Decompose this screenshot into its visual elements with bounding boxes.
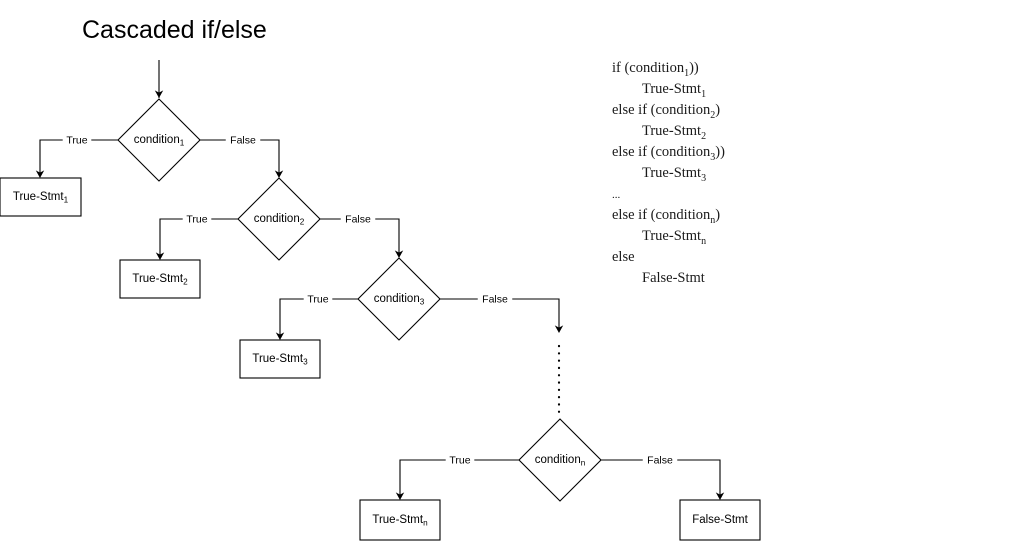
arrowhead (554, 325, 564, 333)
node-stmtfalse[interactable]: False-Stmt (679, 499, 761, 541)
code-line-2: else if (condition2) (612, 102, 720, 121)
entry-arrow (154, 60, 164, 98)
arrowhead (395, 492, 405, 500)
edge-label-backing (477, 292, 513, 306)
process-box[interactable] (679, 499, 761, 541)
edge-path (39, 139, 118, 176)
edge-label-backing (182, 212, 212, 226)
arrowhead (35, 170, 45, 178)
node-condn[interactable]: conditionn (518, 418, 602, 502)
node-label-cond3: condition3 (374, 293, 425, 307)
node-label-stmtfalse: False-Stmt (692, 514, 748, 526)
code-line-10: False-Stmt (642, 270, 705, 286)
edge-label-e1-true: True (66, 134, 87, 146)
node-label-stmt3: True-Stmt3 (252, 353, 308, 367)
node-cond2[interactable]: condition2 (237, 177, 321, 261)
code-line-9: else (612, 249, 635, 265)
node-stmt2[interactable]: True-Stmt2 (119, 259, 201, 299)
code-line-5: True-Stmt3 (642, 165, 706, 184)
edge-label-backing (225, 133, 261, 147)
node-label-condn: conditionn (535, 454, 586, 468)
process-box[interactable] (119, 259, 201, 299)
arrowhead (274, 170, 284, 178)
page-title: Cascaded if/else (82, 16, 267, 44)
edge-en-false (601, 459, 725, 500)
code-line-8: True-Stmtn (642, 228, 706, 247)
node-label-stmt1: True-Stmt1 (13, 191, 69, 205)
node-label-cond1: condition1 (134, 134, 185, 148)
nodes-layer: condition1True-Stmt1condition2True-Stmt2… (0, 98, 761, 541)
node-stmtn[interactable]: True-Stmtn (359, 499, 441, 541)
code-line-3: True-Stmt2 (642, 123, 706, 142)
arrowhead (715, 492, 725, 500)
node-label-cond2: condition2 (254, 213, 305, 227)
process-box[interactable] (239, 339, 321, 379)
edge-path (399, 459, 519, 498)
edge-label-backing (303, 292, 333, 306)
arrowhead (394, 250, 404, 258)
node-cond1[interactable]: condition1 (117, 98, 201, 182)
decision-diamond[interactable] (518, 418, 602, 502)
edge-label-e2-false: False (345, 213, 371, 225)
node-label-stmtn: True-Stmtn (372, 514, 428, 528)
code-line-6: ... (612, 189, 621, 201)
code-line-1: True-Stmt1 (642, 81, 706, 100)
node-cond3[interactable]: condition3 (357, 257, 441, 341)
edge-path (159, 218, 238, 258)
edge-e1-true (35, 139, 118, 178)
edge-label-backing (340, 212, 376, 226)
edge-label-e3-false: False (482, 293, 508, 305)
process-box[interactable] (359, 499, 441, 541)
code-line-4: else if (condition3)) (612, 144, 725, 163)
arrowhead (154, 90, 164, 98)
edge-path (601, 459, 721, 498)
decision-diamond[interactable] (117, 98, 201, 182)
edge-e2-true (155, 218, 238, 260)
edge-en-true (395, 459, 519, 500)
code-listing: if (condition1)) True-Stmt1 else if (condi… (612, 60, 725, 286)
node-stmt3[interactable]: True-Stmt3 (239, 339, 321, 379)
arrowhead (155, 252, 165, 260)
node-label-stmt2: True-Stmt2 (132, 273, 188, 287)
arrowhead (275, 332, 285, 340)
edge-label-e2-true: True (186, 213, 207, 225)
process-box[interactable] (0, 177, 82, 217)
edge-label-backing (445, 453, 475, 467)
edge-label-backing (642, 453, 678, 467)
code-line-0: if (condition1)) (612, 60, 699, 79)
edge-label-e3-true: True (307, 293, 328, 305)
entry-arrow-group (154, 60, 164, 98)
edge-label-en-true: True (449, 454, 470, 466)
code-line-7: else if (conditionn) (612, 207, 720, 226)
decision-diamond[interactable] (237, 177, 321, 261)
edge-label-e1-false: False (230, 134, 256, 146)
edge-label-backing (62, 133, 92, 147)
edge-label-en-false: False (647, 454, 673, 466)
node-stmt1[interactable]: True-Stmt1 (0, 177, 82, 217)
decision-diamond[interactable] (357, 257, 441, 341)
